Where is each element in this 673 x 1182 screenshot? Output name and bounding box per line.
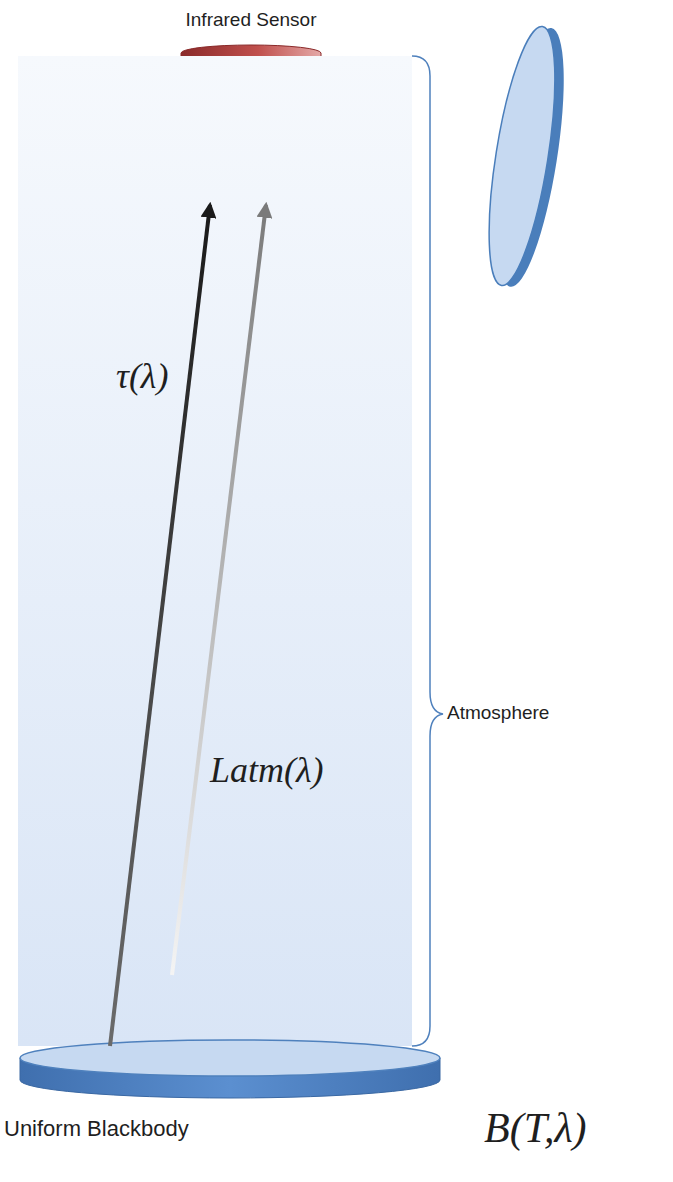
atmosphere-band-outline (18, 56, 412, 1046)
radiance-arrow (110, 205, 210, 1046)
edge-label: Latm(λ) (210, 750, 324, 791)
lens-face (476, 23, 568, 290)
blackbody-disc: Uniform BlackbodyB(T,λ) (18, 1038, 442, 1102)
radiance-arrow (172, 205, 266, 975)
lens (476, 23, 577, 291)
curly-bracket (412, 56, 443, 1046)
disc-top (20, 1040, 440, 1076)
node-label: Infrared Sensor (186, 9, 317, 31)
node-label: Atmosphere (447, 702, 549, 724)
edge-label: τ(λ) (116, 356, 168, 397)
atmosphere-fill (18, 56, 412, 1046)
formula-label: B(T,λ) (484, 1104, 587, 1152)
atmosphere-band: Atmosphere (18, 56, 412, 1046)
node-label: Uniform Blackbody (4, 1116, 189, 1141)
blackbody-disc-outline (18, 1038, 442, 1102)
